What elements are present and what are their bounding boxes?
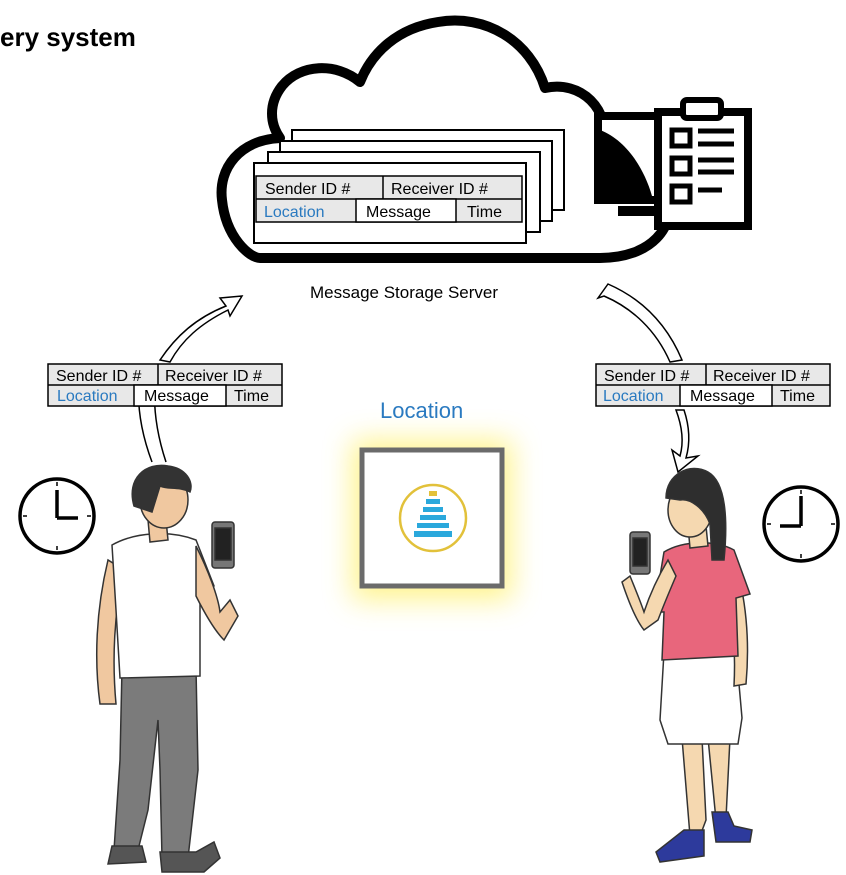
clipboard-icon [654, 97, 752, 230]
receiver-message-field: Message [690, 388, 755, 405]
sender-message-field: Message [144, 388, 209, 405]
receiver-time-field: Time [780, 388, 815, 405]
receiver-sender-field: Sender ID # [604, 368, 689, 385]
phone-icon [211, 521, 235, 569]
phone-icon [629, 531, 651, 575]
location-label: Location [380, 398, 464, 423]
sender-sender-field: Sender ID # [56, 368, 141, 385]
server-time-field: Time [467, 204, 502, 221]
receiver-location-field: Location [603, 388, 664, 405]
sender-receiver-field: Receiver ID # [165, 368, 262, 385]
receiver-message-record: Sender ID # Receiver ID # Location Messa… [595, 363, 831, 407]
server-sender-field: Sender ID # [265, 181, 350, 198]
location-beacon-panel [352, 440, 512, 600]
server-location-field: Location [264, 204, 325, 221]
sender-location-field: Location [57, 388, 118, 405]
server-label: Message Storage Server [310, 283, 499, 302]
sender-time-field: Time [234, 388, 269, 405]
beacon-icon [398, 483, 468, 553]
clock-icon [762, 485, 840, 563]
sender-person-icon [95, 464, 239, 873]
server-message-field: Message [366, 204, 431, 221]
clock-icon [18, 477, 96, 555]
receiver-person-icon [621, 467, 753, 863]
sender-message-record: Sender ID # Receiver ID # Location Messa… [47, 363, 283, 407]
server-message-record: Sender ID # Receiver ID # Location Messa… [255, 175, 523, 223]
receiver-receiver-field: Receiver ID # [713, 368, 810, 385]
download-arrow [596, 283, 701, 474]
page-title: ery system [0, 22, 136, 52]
server-receiver-field: Receiver ID # [391, 181, 488, 198]
